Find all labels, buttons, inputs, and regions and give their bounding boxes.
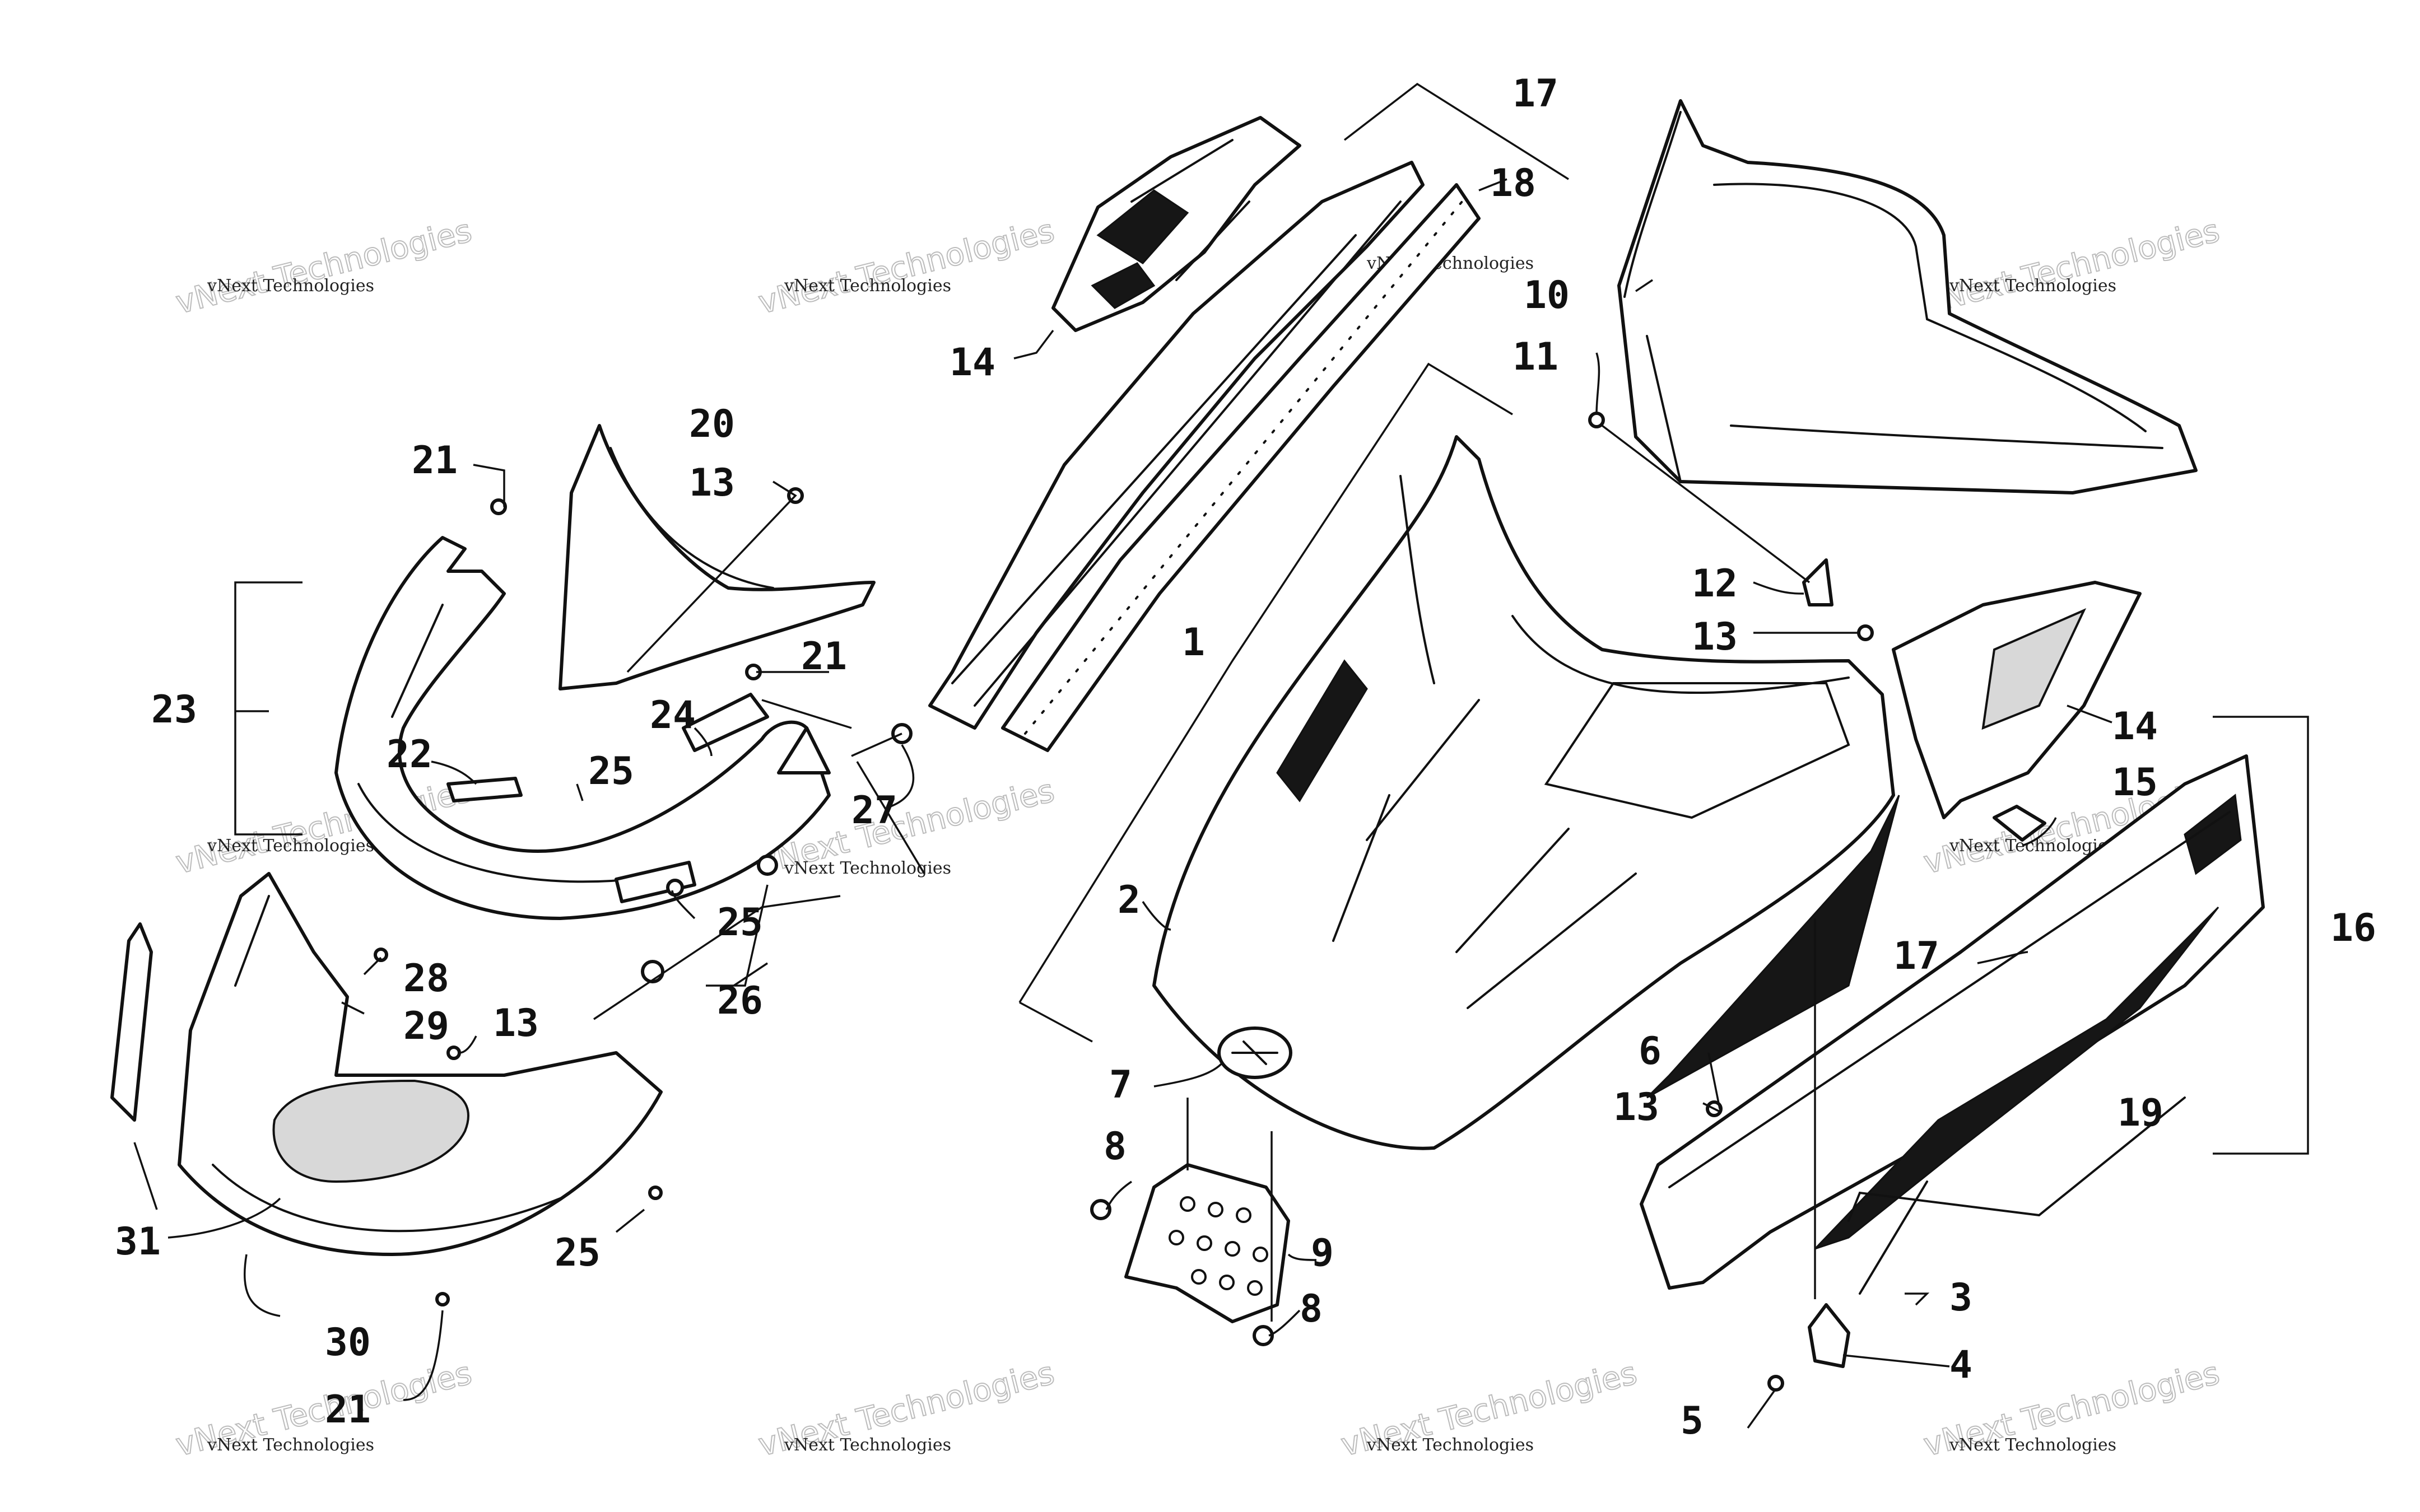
callout-8: 8 — [1104, 1124, 1127, 1169]
callout-2: 2 — [1118, 878, 1141, 922]
watermark-text: vNext Technologies — [1949, 836, 2116, 856]
callout-26: 26 — [717, 979, 763, 1023]
lower-bumper-part — [178, 872, 663, 1256]
callout-9: 9 — [1311, 1231, 1334, 1275]
vent-panel-part — [1051, 116, 1301, 332]
callout-27: 27 — [851, 788, 897, 833]
callout-23: 23 — [151, 688, 197, 732]
watermark-text: vNext Technologies — [1920, 213, 2223, 321]
callout-6: 6 — [1639, 1029, 1662, 1074]
callout-1: 1 — [1182, 620, 1205, 665]
callout-28: 28 — [403, 956, 449, 1001]
nose-cowl-part — [559, 424, 876, 690]
callout-11: 11 — [1513, 335, 1558, 379]
callout-15: 15 — [2112, 760, 2158, 805]
callout-21: 21 — [801, 634, 847, 679]
watermark-text: vNext Technologies — [1949, 276, 2116, 296]
hood-part — [1152, 435, 1900, 1150]
watermark-text: vNext Technologies — [1366, 1435, 1534, 1455]
callout-8: 8 — [1300, 1287, 1323, 1331]
watermark-text: vNext Technologies — [784, 1435, 951, 1455]
callout-numbers: 1 2 3 4 5 6 7 8 8 9 10 11 12 13 13 13 13… — [115, 72, 2376, 1443]
callout-4: 4 — [1949, 1343, 1972, 1387]
callout-16: 16 — [2330, 906, 2376, 950]
watermark-text: vNext Technologies — [207, 1435, 374, 1455]
windshield-part — [1617, 99, 2198, 494]
callout-30: 30 — [325, 1320, 371, 1365]
watermark-text: vNext Technologies — [755, 213, 1058, 321]
side-vent-panel-part — [1892, 581, 2142, 819]
side-rail-part — [928, 161, 1425, 730]
callout-3: 3 — [1949, 1276, 1972, 1320]
callout-13: 13 — [689, 461, 735, 505]
callout-14: 14 — [2112, 704, 2158, 749]
callout-22: 22 — [387, 732, 432, 777]
callout-13: 13 — [493, 1001, 539, 1046]
watermark: vNext Technologies vNext Technologies — [172, 1355, 476, 1464]
callout-14: 14 — [950, 340, 995, 385]
callout-29: 29 — [403, 1004, 449, 1048]
skid-plate-part — [1124, 1163, 1290, 1323]
callout-12: 12 — [1692, 562, 1738, 606]
watermark: vNext Technologies vNext Technologies — [1920, 212, 2224, 322]
watermark: vNext Technologies vNext Technologies — [755, 1355, 1059, 1464]
callout-18: 18 — [1490, 161, 1536, 206]
seal-strip-part — [1001, 183, 1481, 752]
skid-plate-holes — [1169, 1196, 1268, 1296]
watermark: vNext Technologies vNext Technologies — [1337, 1355, 1641, 1464]
watermark-text: vNext Technologies — [784, 276, 951, 296]
front-bumper-part — [334, 536, 831, 920]
callout-5: 5 — [1681, 1399, 1704, 1443]
callout-21: 21 — [325, 1388, 371, 1432]
leader-lines — [133, 82, 2309, 1429]
watermark-text: vNext Technologies — [207, 276, 374, 296]
watermark-text: vNext Technologies — [173, 213, 476, 321]
callout-13: 13 — [1613, 1085, 1659, 1130]
callout-19: 19 — [2118, 1091, 2163, 1135]
callout-13: 13 — [1692, 615, 1738, 659]
parts — [110, 99, 2265, 1392]
watermark-text: vNext Technologies — [784, 858, 951, 878]
callout-24: 24 — [650, 693, 696, 738]
callout-7: 7 — [1109, 1063, 1132, 1107]
front-trim-part — [110, 922, 153, 1122]
hardware — [374, 412, 2046, 1392]
callout-20: 20 — [689, 402, 735, 446]
watermark: vNext Technologies vNext Technologies — [172, 212, 476, 322]
callout-31: 31 — [115, 1220, 161, 1264]
watermark: vNext Technologies vNext Technologies — [755, 212, 1059, 322]
callout-21: 21 — [412, 438, 458, 483]
callout-25: 25 — [717, 900, 763, 945]
callout-17: 17 — [1893, 934, 1939, 978]
callout-25: 25 — [555, 1231, 601, 1275]
watermark-text: vNext Technologies — [207, 836, 374, 856]
callout-17: 17 — [1513, 72, 1558, 116]
watermark-text: vNext Technologies — [1949, 1435, 2116, 1455]
callout-25: 25 — [588, 749, 634, 794]
side-panel-part — [1640, 754, 2265, 1290]
callout-10: 10 — [1524, 273, 1570, 318]
